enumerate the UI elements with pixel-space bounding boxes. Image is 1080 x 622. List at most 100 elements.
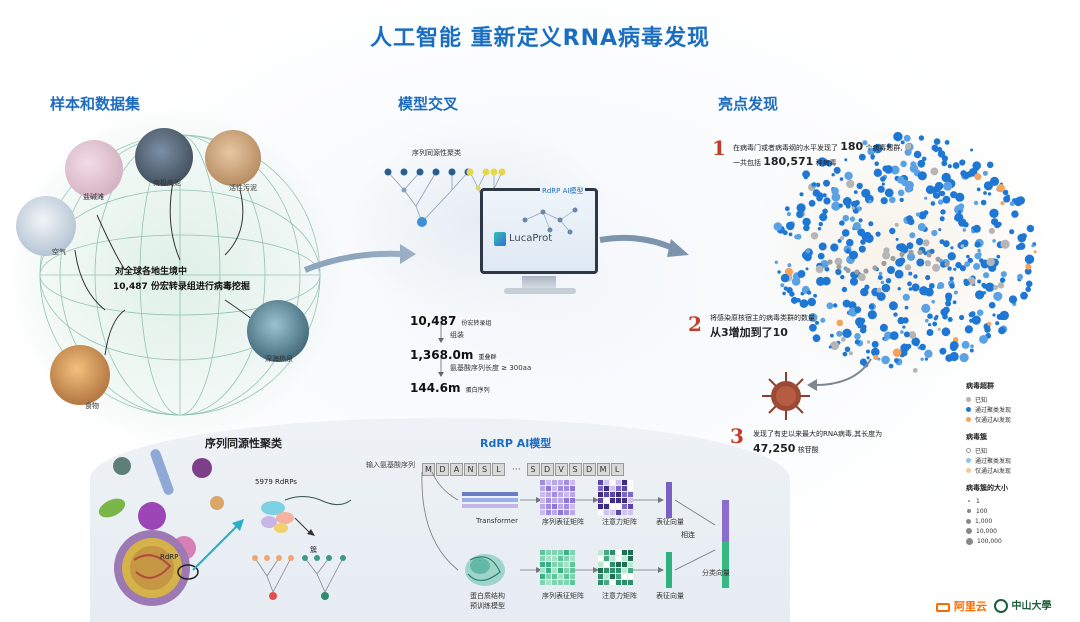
virus-bubble — [931, 299, 935, 304]
virus-bubble — [880, 280, 885, 285]
matrix-cell — [616, 574, 621, 579]
legend-size-1000: 1,000 — [966, 516, 1066, 526]
monitor-neck — [522, 276, 556, 288]
virus-bubble — [984, 326, 991, 333]
virus-bubble — [988, 301, 996, 309]
virus-bubble — [839, 235, 845, 241]
seq-matrix-top — [540, 480, 575, 515]
virus-bubble — [925, 274, 931, 281]
virus-bubble — [960, 170, 967, 177]
virus-bubble — [800, 301, 806, 307]
seq-matrix-label-bottom: 序列表征矩阵 — [542, 592, 584, 600]
seq-ellipsis: ··· — [512, 465, 521, 475]
virus-bubble — [831, 187, 839, 195]
seq-letter: A — [450, 463, 463, 476]
virus-bubble — [930, 201, 936, 206]
virus-bubble — [773, 222, 783, 231]
flow-row-3: 144.6m 蛋白序列 — [410, 381, 490, 395]
virus-bubble — [1002, 189, 1009, 196]
matrix-cell — [540, 574, 545, 579]
virus-bubble — [992, 313, 996, 317]
virus-bubble — [881, 283, 891, 293]
virus-bubble — [851, 206, 855, 210]
virus-bubble — [960, 244, 965, 248]
virus-bubble-known — [890, 255, 896, 262]
virus-bubble — [818, 221, 823, 227]
matrix-cell — [564, 504, 569, 509]
virus-bubble — [873, 168, 882, 177]
virus-bubble — [860, 287, 869, 297]
virus-bubble — [983, 272, 990, 279]
virus-bubble — [962, 228, 966, 232]
virus-bubble — [861, 324, 867, 330]
matrix-cell — [558, 480, 563, 485]
matrix-cell — [598, 510, 603, 515]
virus-bubble — [915, 237, 924, 246]
matrix-cell — [616, 550, 621, 555]
virus-bubble — [884, 331, 893, 340]
virus-bubble — [987, 192, 992, 196]
virus-bubble — [1033, 250, 1037, 254]
matrix-cell — [570, 574, 575, 579]
matrix-cell — [598, 556, 603, 561]
virus-bubble — [967, 257, 973, 264]
virus-bubble — [929, 248, 935, 254]
virus-bubble — [976, 309, 984, 316]
virus-bubble — [814, 320, 820, 325]
virus-bubble — [906, 252, 916, 261]
matrix-cell — [558, 486, 563, 491]
virus-bubble — [933, 138, 941, 145]
rdrps-count: 5979 RdRPs — [255, 478, 297, 486]
virus-bubble — [815, 265, 824, 274]
legend-superclade-ai: 仅通过AI发现 — [966, 414, 1066, 424]
matrix-cell — [616, 562, 621, 567]
virus-bubble — [993, 285, 999, 290]
rdrp-label: RdRP — [160, 553, 179, 561]
virus-bubble — [924, 260, 931, 267]
virus-bubble — [860, 239, 866, 245]
transformer-label: Transformer — [476, 517, 519, 525]
virus-bubble — [853, 190, 858, 194]
virus-bubble — [825, 160, 833, 167]
legend-size-100: 100 — [966, 506, 1066, 516]
class-vector-label: 分类向量 — [702, 569, 730, 577]
matrix-cell — [546, 580, 551, 585]
virus-bubble — [828, 345, 832, 349]
monitor-screen — [480, 188, 598, 274]
virus-bubble — [963, 280, 970, 287]
virus-bubble — [867, 147, 875, 156]
virus-bubble — [922, 239, 930, 247]
matrix-cell — [552, 580, 557, 585]
sysu-emblem-icon — [994, 599, 1008, 613]
virus-bubble — [959, 314, 965, 321]
virus-bubble — [874, 161, 879, 166]
matrix-cell — [604, 498, 609, 503]
matrix-cell — [552, 568, 557, 573]
matrix-cell — [546, 504, 551, 509]
matrix-cell — [622, 486, 627, 491]
matrix-cell — [570, 498, 575, 503]
virus-bubble — [790, 296, 798, 304]
virus-bubble — [791, 277, 801, 286]
bubble-glow — [750, 120, 1050, 385]
virus-bubble-known — [935, 256, 941, 262]
virus-bubble — [953, 267, 957, 271]
virus-bubble — [881, 355, 890, 365]
virus-bubble — [876, 292, 886, 301]
virus-bubble — [903, 134, 911, 142]
matrix-cell — [540, 556, 545, 561]
seq-letter: V — [554, 463, 568, 476]
virus-bubble — [975, 290, 985, 300]
virus-bubble — [862, 140, 868, 146]
rdrp-arrow — [192, 519, 244, 571]
virus-bubble — [833, 303, 838, 308]
virus-bubble — [921, 156, 927, 162]
virus-bubble — [892, 348, 902, 357]
virus-bubble — [1025, 280, 1033, 288]
vector-label-top: 表征向量 — [656, 518, 684, 526]
virus-bubble — [871, 347, 880, 357]
virus-bubble — [942, 195, 951, 204]
virus-bubble — [963, 221, 969, 228]
matrix-cell — [540, 568, 545, 573]
virus-bubble — [939, 190, 946, 197]
